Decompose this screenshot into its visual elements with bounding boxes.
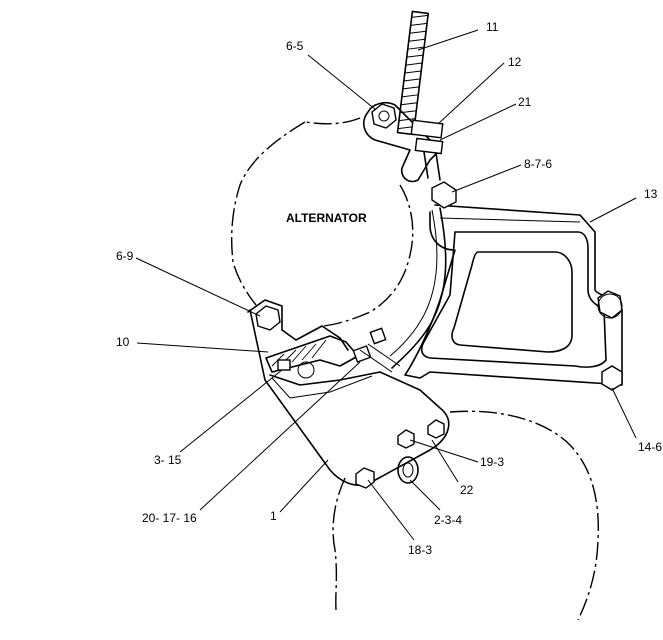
bracket-13-top-flange [439,217,581,223]
mounting-bracket-1 [249,309,450,486]
callout-14-6: 14-6 [638,440,662,454]
callout-10: 10 [116,335,130,349]
callout-11: 11 [486,20,499,34]
callout-19-3: 19-3 [480,455,504,469]
callout-21: 21 [518,95,532,109]
bolt-20-17-16 [352,327,401,373]
adjust-arm-inner [389,209,438,357]
rod-lower [423,151,441,181]
callout-6-5: 6-5 [286,39,304,53]
callout-22: 22 [460,483,474,497]
callout-2-3-4: 2-3-4 [434,513,462,527]
bolt-3-15 [277,359,315,379]
bracket-13-window [451,251,573,353]
callout-6-9: 6-9 [116,249,134,263]
bracket-13-inner [420,231,607,368]
callout-3-15: 3- 15 [154,453,182,467]
callout-8-7-6: 8-7-6 [524,157,552,171]
bolt-19-3 [397,429,415,449]
bolt-14-6-lower [601,365,623,391]
upper-link-plate [363,102,441,183]
callout-18-3: 18-3 [408,543,432,557]
bolt-8-7-6 [431,181,457,209]
bolt-22 [427,419,445,439]
boss-14-6 [597,293,623,319]
component-label: ALTERNATOR [286,211,367,225]
nut-21 [414,137,444,155]
callout-20-17-16: 20- 17- 16 [142,511,197,525]
bolt-6-5 [371,103,397,129]
bolt-2-3-4 [397,456,419,484]
engine-outline-left [332,477,346,611]
threaded-rod [396,10,430,136]
bracket-1-edge [271,375,373,399]
leader-lines [135,29,637,541]
bolt-18-3 [355,467,375,489]
engine-outline [449,410,599,621]
nut-12 [410,119,444,139]
alternator-outline [231,117,414,327]
adjust-arm [391,207,447,369]
callout-12: 12 [508,55,522,69]
bolt-6-9 [247,299,349,351]
callout-1: 1 [270,509,277,523]
callout-13: 13 [644,187,658,201]
